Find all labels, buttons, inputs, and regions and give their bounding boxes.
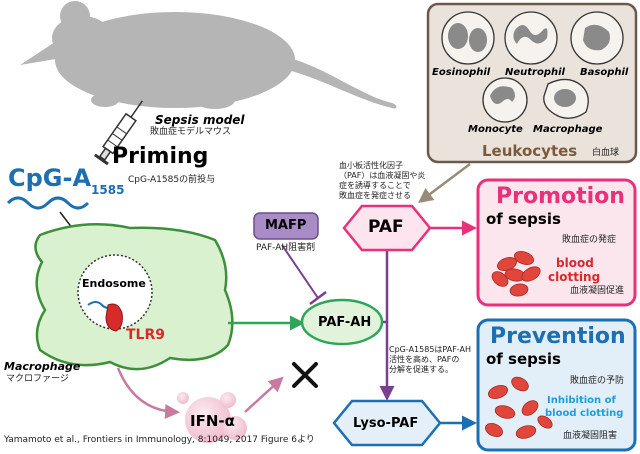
endosome-label: Endosome xyxy=(82,277,146,290)
prevention-inhibit-jp: 血液凝固阻害 xyxy=(563,431,618,441)
macrophage-to-ifn-arrow xyxy=(116,367,180,419)
paf-note-line-2: （PAF）は血液凝固や炎 xyxy=(339,171,426,180)
syringe-icon xyxy=(93,100,144,166)
monocyte-cell xyxy=(482,77,528,123)
red-blood-cells-dispersed xyxy=(485,376,553,439)
priming-label: Priming xyxy=(112,144,209,169)
endosome xyxy=(77,254,153,330)
paf-node xyxy=(342,204,432,252)
promotion-subtitle-jp: 敗血症の発症 xyxy=(562,235,617,245)
prevention-inhibit-label-2: blood clotting xyxy=(545,408,624,419)
prevention-title: Prevention xyxy=(490,324,626,349)
block-x-mark xyxy=(292,362,318,388)
citation: Yamamoto et al., Frontiers in Immunology… xyxy=(4,435,315,445)
eosinophil-cell xyxy=(441,11,495,65)
ifn-alpha-blobs xyxy=(177,392,247,443)
neutrophil-label: Neutrophil xyxy=(505,67,565,78)
prevention-box xyxy=(476,318,637,452)
paf-note-line-4: 敗血症を発症させる xyxy=(339,191,411,200)
promotion-title: Promotion xyxy=(496,184,625,209)
mafp-inhibition-line xyxy=(281,244,319,299)
paf-ah-node xyxy=(300,298,384,346)
promotion-subtitle: of sepsis xyxy=(486,210,561,228)
promotion-clot-label-2: clotting xyxy=(548,270,601,284)
ifn-label: IFN-α xyxy=(190,412,235,430)
lyso-paf-label: Lyso-PAF xyxy=(353,416,419,431)
sepsis-model-subtitle-jp: 敗血症モデルマウス xyxy=(150,127,232,137)
macrophage-label: Macrophage xyxy=(4,360,81,373)
promotion-clot-jp: 血液凝固促進 xyxy=(570,286,625,296)
basophil-label: Basophil xyxy=(580,67,629,78)
mouse-silhouette xyxy=(20,1,397,109)
prevention-subtitle: of sepsis xyxy=(486,350,561,368)
paf-ah-label: PAF-AH xyxy=(318,315,372,330)
mafp-label: MAFP xyxy=(265,218,307,233)
mafp-inhibition-bar xyxy=(309,291,327,305)
leukocytes-title: Leukocytes xyxy=(482,142,578,160)
leukocytes-title-jp: 白血球 xyxy=(592,148,620,158)
monocyte-label: Monocyte xyxy=(468,124,523,135)
ifn-to-pafah-arrow xyxy=(244,376,284,413)
lyso-paf-node xyxy=(332,399,442,447)
promotion-clot-label-1: blood xyxy=(556,256,594,270)
cpg-label: CpG-A1585 xyxy=(8,166,124,196)
cpg-note-line-3: 分解を促進する。 xyxy=(389,365,453,374)
tlr9-receptor xyxy=(105,303,123,332)
paf-note-line-1: 血小板活性化因子 xyxy=(339,161,403,170)
mafp-box xyxy=(253,212,319,240)
macrophage-label-jp: マクロファージ xyxy=(6,374,69,384)
macrophage-cell-label: Macrophage xyxy=(533,124,603,135)
cpg-note-line-2: 活性を高め、PAFの xyxy=(389,355,460,364)
sepsis-model-title: Sepsis model xyxy=(155,113,245,127)
tlr9-label: TLR9 xyxy=(126,327,165,343)
cpg-label-main: CpG-A xyxy=(8,164,92,192)
leukocytes-to-paf-arrow xyxy=(418,163,471,203)
cpg-label-subscript: 1585 xyxy=(91,183,125,197)
priming-sub-jp: CpG-A1585の前投与 xyxy=(128,175,216,185)
macrophage-leukocyte-cell xyxy=(543,78,589,119)
neutrophil-cell xyxy=(504,11,558,65)
cpg-dna-squiggle xyxy=(6,196,90,210)
cpg-note-line-1: CpG-A1585はPAF-AH xyxy=(389,345,471,354)
paf-note-line-3: 症を誘導することで xyxy=(339,181,411,190)
prevention-subtitle-jp: 敗血症の予防 xyxy=(570,376,625,386)
red-blood-cells-clot xyxy=(491,251,541,297)
mafp-sub-jp: PAF-AH阻害剤 xyxy=(256,243,316,253)
eosinophil-label: Eosinophil xyxy=(432,67,491,78)
paf-label: PAF xyxy=(368,217,404,237)
prevention-inhibit-label-1: Inhibition of xyxy=(547,395,616,406)
basophil-cell xyxy=(570,11,624,65)
